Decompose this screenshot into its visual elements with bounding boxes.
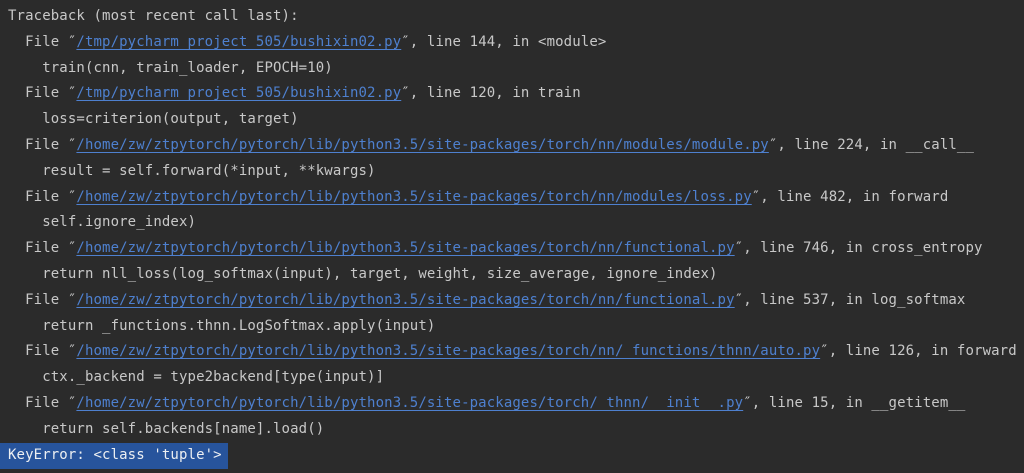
file-link[interactable]: /tmp/pycharm_project_505/bushixin02.py xyxy=(76,85,402,102)
traceback-frame-line: File ″/home/zw/ztpytorch/pytorch/lib/pyt… xyxy=(8,185,1024,211)
file-link[interactable]: /home/zw/ztpytorch/pytorch/lib/python3.5… xyxy=(76,188,752,205)
file-link[interactable]: /home/zw/ztpytorch/pytorch/lib/python3.5… xyxy=(76,394,744,411)
frame-prefix: File ″ xyxy=(8,188,77,205)
frame-suffix: ″, line 126, in forward xyxy=(820,343,1017,360)
file-link[interactable]: /tmp/pycharm_project_505/bushixin02.py xyxy=(76,33,402,50)
frame-prefix: File ″ xyxy=(8,33,77,50)
frame-suffix: ″, line 746, in cross_entropy xyxy=(734,240,983,257)
frame-suffix: ″, line 120, in train xyxy=(401,85,581,102)
traceback-frame-line: File ″/home/zw/ztpytorch/pytorch/lib/pyt… xyxy=(8,288,1024,314)
frame-prefix: File ″ xyxy=(8,343,77,360)
frame-suffix: ″, line 144, in <module> xyxy=(401,33,607,50)
traceback-header: Traceback (most recent call last): xyxy=(8,8,299,24)
frame-prefix: File ″ xyxy=(8,291,77,308)
frame-code-line: return self.backends[name].load() xyxy=(8,420,325,437)
frame-prefix: File ″ xyxy=(8,85,77,102)
error-line: KeyError: <class 'tuple'> xyxy=(0,442,1024,470)
frame-code-line: train(cnn, train_loader, EPOCH=10) xyxy=(8,59,333,76)
frame-code-line: ctx._backend = type2backend[type(input)] xyxy=(8,369,385,386)
traceback-frame-line: File ″/home/zw/ztpytorch/pytorch/lib/pyt… xyxy=(8,133,1024,159)
frame-prefix: File ″ xyxy=(8,240,77,257)
frame-suffix: ″, line 482, in forward xyxy=(751,188,949,205)
file-link[interactable]: /home/zw/ztpytorch/pytorch/lib/python3.5… xyxy=(76,240,735,257)
frame-code-line: result = self.forward(*input, **kwargs) xyxy=(8,162,376,179)
frame-suffix: ″, line 15, in __getitem__ xyxy=(743,394,966,411)
traceback-frame-line: File ″/home/zw/ztpytorch/pytorch/lib/pyt… xyxy=(8,391,1024,417)
frame-code-line: self.ignore_index) xyxy=(8,214,197,231)
frame-code-line: return nll_loss(log_softmax(input), targ… xyxy=(8,265,718,282)
frame-code-line: return _functions.thnn.LogSoftmax.apply(… xyxy=(8,317,436,334)
traceback-frame-line: File ″/tmp/pycharm_project_505/bushixin0… xyxy=(8,30,1024,56)
frame-suffix: ″, line 537, in log_softmax xyxy=(734,291,966,308)
traceback-frame-line: File ″/home/zw/ztpytorch/pytorch/lib/pyt… xyxy=(8,339,1024,365)
frame-prefix: File ″ xyxy=(8,394,77,411)
traceback-frame-line: File ″/tmp/pycharm_project_505/bushixin0… xyxy=(8,81,1024,107)
frame-prefix: File ″ xyxy=(8,136,77,153)
frame-suffix: ″, line 224, in __call__ xyxy=(768,136,975,153)
file-link[interactable]: /home/zw/ztpytorch/pytorch/lib/python3.5… xyxy=(76,343,821,360)
file-link[interactable]: /home/zw/ztpytorch/pytorch/lib/python3.5… xyxy=(76,291,735,308)
file-link[interactable]: /home/zw/ztpytorch/pytorch/lib/python3.5… xyxy=(76,136,769,153)
error-message-selected: KeyError: <class 'tuple'> xyxy=(0,442,228,470)
frame-code-line: loss=criterion(output, target) xyxy=(8,111,299,128)
traceback-frame-line: File ″/home/zw/ztpytorch/pytorch/lib/pyt… xyxy=(8,236,1024,262)
